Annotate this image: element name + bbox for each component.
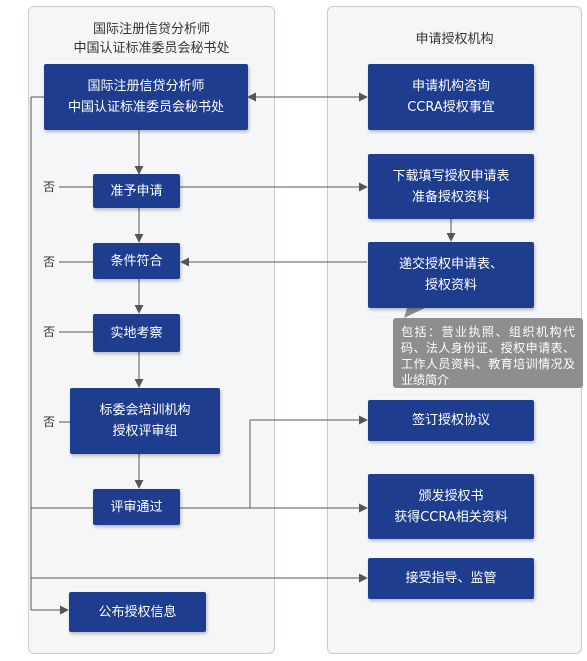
box-approve-label: 准予申请 (110, 183, 163, 199)
box-supervision: 接受指导、监管 (368, 558, 534, 599)
box-submit: 递交授权申请表、 授权资料 (368, 242, 534, 308)
box-consult-line2: CCRA授权事宜 (407, 100, 495, 115)
box-sign: 签订授权协议 (368, 400, 534, 441)
box-conditions: 条件符合 (93, 243, 180, 279)
submit-materials-note: 包括：营业执照、组织机构代码、法人身份证、授权申请表、工作人员资料、教育培训情况… (393, 318, 583, 388)
right-panel-title: 申请授权机构 (415, 32, 494, 47)
box-submit-line1: 递交授权申请表、 (398, 257, 503, 272)
box-inspection-label: 实地考察 (110, 325, 163, 341)
box-download-line1: 下载填写授权申请表 (392, 168, 510, 184)
box-submit-line2: 授权资料 (424, 278, 477, 293)
box-download-line2: 准备授权资料 (411, 189, 490, 205)
box-sign-label: 签订授权协议 (411, 413, 490, 428)
left-panel-title: 国际注册信贷分析师 中国认证标准委员会秘书处 (28, 20, 275, 58)
box-review-group-line1: 标委会培训机构 (99, 403, 191, 418)
box-secretariat-line2: 中国认证标准委员会秘书处 (67, 100, 224, 115)
no-label-review-group: 否 (43, 415, 56, 429)
box-review-pass-label: 评审通过 (110, 499, 163, 515)
box-certificate: 颁发授权书 获得CCRA相关资料 (368, 474, 534, 539)
box-certificate-line1: 颁发授权书 (418, 488, 484, 504)
box-download: 下载填写授权申请表 准备授权资料 (368, 154, 534, 219)
no-label-conditions: 否 (43, 255, 56, 269)
left-panel-title-line2: 中国认证标准委员会秘书处 (73, 41, 230, 56)
box-inspection: 实地考察 (93, 314, 180, 352)
box-consult-line1: 申请机构咨询 (411, 79, 490, 94)
box-certificate-line2: 获得CCRA相关资料 (394, 509, 508, 525)
box-publish: 公布授权信息 (69, 592, 206, 632)
no-label-approve: 否 (43, 180, 56, 194)
box-review-group-line2: 授权评审组 (112, 424, 178, 439)
box-publish-label: 公布授权信息 (98, 604, 177, 620)
box-approve: 准予申请 (93, 174, 180, 208)
box-secretariat: 国际注册信贷分析师 中国认证标准委员会秘书处 (44, 64, 248, 130)
box-review-group: 标委会培训机构 授权评审组 (70, 388, 220, 454)
box-review-pass: 评审通过 (93, 489, 180, 525)
box-secretariat-line1: 国际注册信贷分析师 (87, 79, 205, 94)
box-supervision-label: 接受指导、监管 (405, 571, 497, 586)
box-conditions-label: 条件符合 (110, 253, 163, 269)
left-panel-title-line1: 国际注册信贷分析师 (92, 22, 210, 37)
no-label-inspection: 否 (43, 325, 56, 339)
box-consult: 申请机构咨询 CCRA授权事宜 (368, 64, 534, 130)
